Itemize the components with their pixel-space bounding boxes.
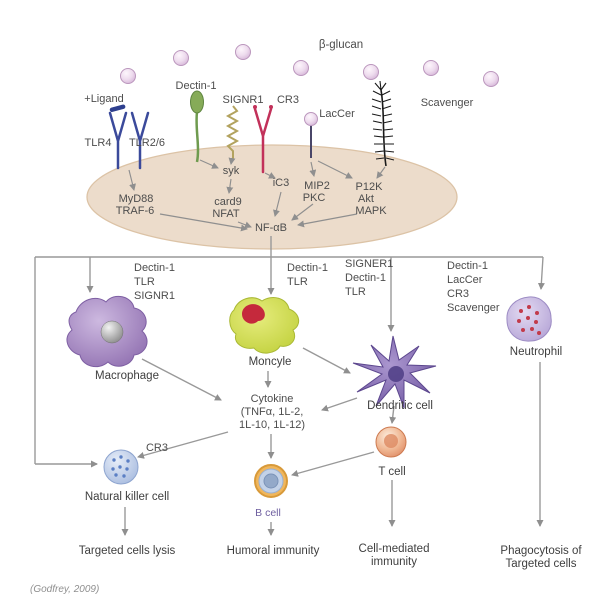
dectin1-label: Dectin-1 <box>175 80 217 92</box>
attribution-text: (Godfrey, 2009) <box>30 584 100 595</box>
beta-glucan-particle <box>120 68 136 84</box>
b-cell-shape <box>254 464 288 498</box>
beta-glucan-particles <box>120 44 499 87</box>
neutrophil-receptor-item: Dectin-1 <box>447 260 488 272</box>
cytokine-line2: (TNFα, 1L-2, <box>240 406 304 418</box>
beta-glucan-particle <box>423 60 439 76</box>
cell-membrane <box>86 144 458 250</box>
traf6-label: TRAF-6 <box>115 205 155 217</box>
macrophage-receptor-item: SIGNR1 <box>134 290 175 302</box>
neutrophil-receptor-item: LacCer <box>447 274 483 286</box>
nfat-label: NFAT <box>212 208 240 220</box>
beta-glucan-particle <box>235 44 251 60</box>
tlr4-label: TLR4 <box>84 137 112 149</box>
ligand-label: +Ligand <box>84 93 124 105</box>
laccer-label: LacCer <box>319 108 355 120</box>
neutrophil-granules <box>517 305 541 335</box>
flow-arrows <box>34 236 545 536</box>
macrophage-shape <box>66 295 148 368</box>
t-cell-shape <box>375 426 407 458</box>
monocyte-receptor-item: TLR <box>287 276 308 288</box>
natural-killer-cell-label: Natural killer cell <box>84 491 170 503</box>
dendritic-cell-label: Dendritic cell <box>367 400 433 412</box>
cr3-label: CR3 <box>276 94 300 106</box>
dendritic-nucleus <box>388 366 404 382</box>
cytokine-line3: 1L-10, 1L-12) <box>238 419 306 431</box>
mapk-label: MAPK <box>355 205 387 217</box>
ligand-icon <box>109 104 126 112</box>
monocyte-label: Moncyle <box>248 356 292 368</box>
neutrophil-label: Neutrophil <box>509 346 563 358</box>
nfab-label: NF-αB <box>254 222 288 234</box>
dendritic-receptor-item: Dectin-1 <box>345 272 386 284</box>
myd88-label: MyD88 <box>118 193 154 205</box>
signr1-receptor-icon <box>225 105 240 159</box>
p12k-label: P12K <box>355 181 383 193</box>
outcome-cell-mediated-label: Cell-mediated <box>358 543 430 555</box>
dendritic-receptor-item: TLR <box>345 286 366 298</box>
scavenger-label: Scavenger <box>420 97 474 109</box>
syk-label: syk <box>222 165 240 177</box>
outcome-humoral-label: Humoral immunity <box>226 545 320 557</box>
neutrophil-receptor-item: Scavenger <box>447 302 500 314</box>
b-cell-nucleus <box>263 473 279 489</box>
pkc-label: PKC <box>302 192 326 204</box>
nk-cr3-label: CR3 <box>145 442 169 454</box>
monocyte-nucleus <box>242 304 265 324</box>
outcome-cell-mediated-label: immunity <box>370 556 418 568</box>
mip2-label: MIP2 <box>304 180 330 192</box>
neutrophil-shape <box>506 296 552 342</box>
dendritic-receptor-item: SIGNER1 <box>345 258 394 270</box>
outcome-phagocytosis-label: Targeted cells <box>505 558 577 570</box>
macrophage-receptor-item: Dectin-1 <box>134 262 175 274</box>
macrophage-label: Macrophage <box>95 370 159 382</box>
nk-cell-shape <box>103 449 139 485</box>
monocyte-shape <box>229 297 300 354</box>
macrophage-receptor-item: TLR <box>134 276 155 288</box>
outcome-lysis-label: Targeted cells lysis <box>78 545 176 557</box>
cytokine-title: Cytokine <box>250 393 294 405</box>
outcome-phagocytosis-label: Phagocytosis of <box>500 545 582 557</box>
signaling-arrows <box>128 157 386 232</box>
monocyte-receptor-item: Dectin-1 <box>287 262 328 274</box>
nk-cell-granules <box>111 455 130 478</box>
beta-glucan-particle <box>483 71 499 87</box>
beta-glucan-particle <box>173 50 189 66</box>
akt-label: Akt <box>358 193 374 205</box>
scavenger-receptor-icon <box>371 80 395 167</box>
tlr26-label: TLR2/6 <box>128 137 166 149</box>
neutrophil-receptor-item: CR3 <box>447 288 470 300</box>
tlr26-receptor-icon <box>130 111 150 170</box>
beta-glucan-label: β-glucan <box>318 39 364 51</box>
ic3-label: iC3 <box>272 177 290 189</box>
macrophage-nucleus <box>100 320 124 344</box>
laccer-receptor-icon <box>304 112 318 158</box>
beta-glucan-particle <box>293 60 309 76</box>
t-cell-nucleus <box>384 434 398 448</box>
tlr4-receptor-icon <box>108 111 128 170</box>
b-cell-label: B cell <box>255 507 281 519</box>
card9-label: card9 <box>214 196 242 208</box>
signr1-label: SIGNR1 <box>222 94 264 106</box>
t-cell-label: T cell <box>378 466 406 478</box>
dendritic-cell-shape <box>352 335 437 409</box>
dectin1-receptor-icon <box>190 90 204 163</box>
beta-glucan-particle <box>363 64 379 80</box>
cr3-receptor-icon <box>253 105 273 174</box>
